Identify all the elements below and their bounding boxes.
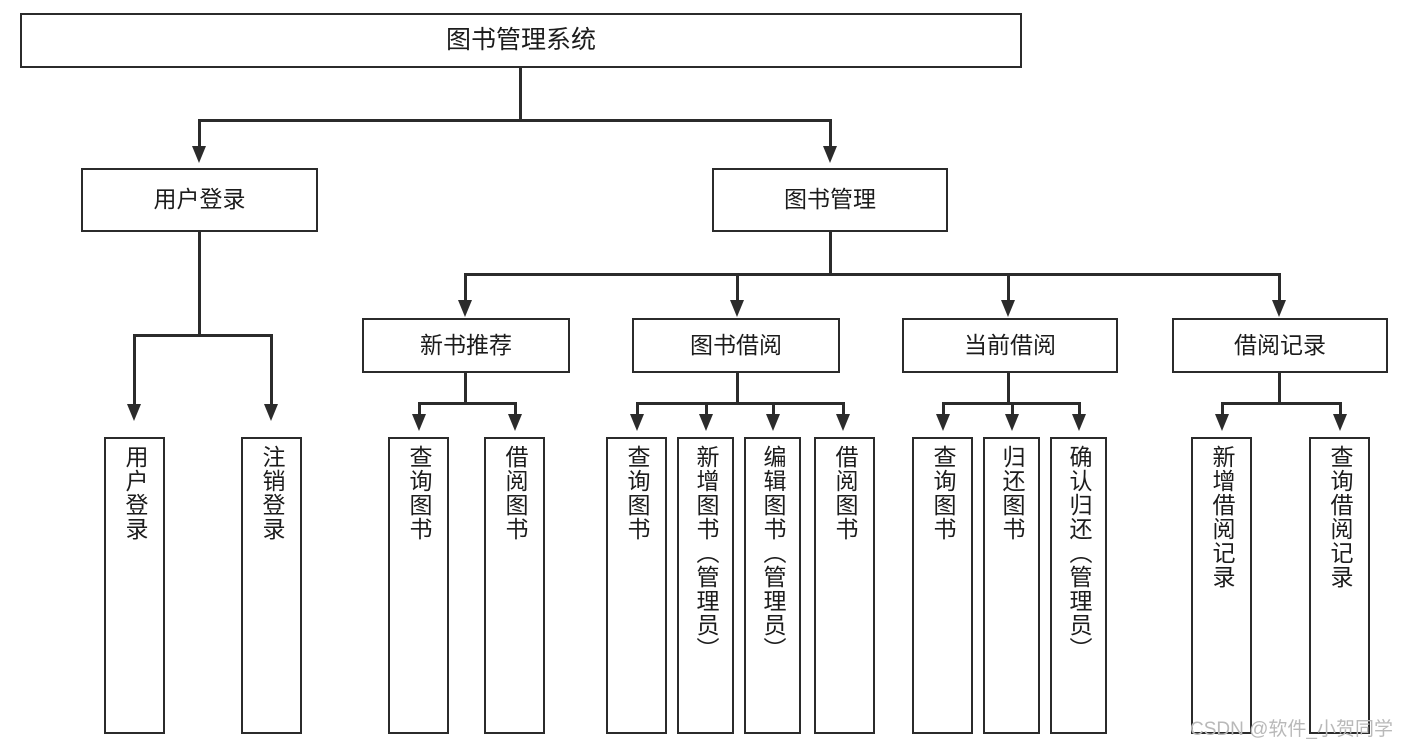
edge-cb-to-leaf-2: [1078, 402, 1081, 416]
node-book-borrow[interactable]: 图书借阅: [632, 318, 840, 373]
leaf-cb-query-book[interactable]: 查询图书: [912, 437, 973, 734]
arrow-nbr-to-leaf-1: [508, 414, 522, 431]
node-label: 注销登录: [259, 445, 285, 541]
node-label: 查询图书: [406, 445, 432, 541]
edge-bb-to-leaf-0: [636, 402, 639, 416]
leaf-logout[interactable]: 注销登录: [241, 437, 302, 734]
node-label: 归还图书: [999, 445, 1025, 541]
edge-book-mgmt-stem: [829, 232, 832, 275]
edge-to-borrow-record: [1278, 273, 1281, 303]
edge-root-bus: [198, 119, 832, 122]
arrow-bb-to-leaf-3: [836, 414, 850, 431]
edge-borrow-record-stem: [1278, 373, 1281, 404]
edge-br-to-leaf-1: [1339, 402, 1342, 416]
edge-to-leaf-user-login: [133, 334, 136, 406]
leaf-bb-borrow-book[interactable]: 借阅图书: [814, 437, 875, 734]
arrow-to-borrow-record: [1272, 300, 1286, 317]
node-user-login[interactable]: 用户登录: [81, 168, 318, 232]
arrow-bb-to-leaf-2: [766, 414, 780, 431]
node-label: 用户登录: [122, 445, 148, 541]
edge-to-leaf-logout: [270, 334, 273, 406]
edge-book-borrow-stem: [736, 373, 739, 404]
node-root-system[interactable]: 图书管理系统: [20, 13, 1022, 68]
node-label: 借阅图书: [832, 445, 858, 541]
node-label: 用户登录: [153, 186, 246, 213]
edge-cb-to-leaf-1: [1011, 402, 1014, 416]
node-borrow-record[interactable]: 借阅记录: [1172, 318, 1388, 373]
edge-user-login-stem: [198, 232, 201, 336]
node-new-book-recommend[interactable]: 新书推荐: [362, 318, 570, 373]
leaf-nbr-query-book[interactable]: 查询图书: [388, 437, 449, 734]
leaf-cb-return-book[interactable]: 归还图书: [983, 437, 1040, 734]
leaf-br-query-record[interactable]: 查询借阅记录: [1309, 437, 1370, 734]
arrow-bb-to-leaf-0: [630, 414, 644, 431]
edge-bb-to-leaf-1: [705, 402, 708, 416]
arrow-cb-to-leaf-2: [1072, 414, 1086, 431]
edge-br-to-leaf-0: [1221, 402, 1224, 416]
edge-root-to-book-mgmt: [829, 119, 832, 149]
node-label: 确认归还（管理员）: [1066, 445, 1092, 661]
edge-to-new-book-recommend: [464, 273, 467, 303]
arrow-to-leaf-user-login: [127, 404, 141, 421]
node-label: 当前借阅: [964, 331, 1056, 358]
edge-bb-to-leaf-2: [772, 402, 775, 416]
node-label: 新增借阅记录: [1209, 445, 1235, 589]
edge-user-login-bus: [133, 334, 270, 337]
edge-nbr-to-leaf-1: [514, 402, 517, 416]
edge-new-book-recommend-bus: [418, 402, 516, 405]
edge-current-borrow-stem: [1007, 373, 1010, 404]
edge-book-mgmt-bus: [464, 273, 1280, 276]
edge-root-stem: [519, 68, 522, 120]
node-label: 查询借阅记录: [1327, 445, 1353, 589]
edge-book-borrow-bus: [636, 402, 844, 405]
edge-bb-to-leaf-3: [842, 402, 845, 416]
node-label: 查询图书: [930, 445, 956, 541]
leaf-nbr-borrow-book[interactable]: 借阅图书: [484, 437, 545, 734]
edge-nbr-to-leaf-0: [418, 402, 421, 416]
node-current-borrow[interactable]: 当前借阅: [902, 318, 1118, 373]
node-label: 图书管理: [784, 186, 876, 213]
node-label: 查询图书: [624, 445, 650, 541]
arrow-cb-to-leaf-1: [1005, 414, 1019, 431]
leaf-user-login[interactable]: 用户登录: [104, 437, 165, 734]
leaf-cb-confirm-return[interactable]: 确认归还（管理员）: [1050, 437, 1107, 734]
node-label: 图书管理系统: [445, 25, 596, 54]
edge-to-current-borrow: [1007, 273, 1010, 303]
arrow-br-to-leaf-1: [1333, 414, 1347, 431]
arrow-to-current-borrow: [1001, 300, 1015, 317]
leaf-bb-query-book[interactable]: 查询图书: [606, 437, 667, 734]
edge-to-book-borrow: [736, 273, 739, 303]
node-label: 编辑图书（管理员）: [760, 445, 786, 661]
edge-borrow-record-bus: [1221, 402, 1341, 405]
edge-root-to-user-login: [198, 119, 201, 149]
arrow-nbr-to-leaf-0: [412, 414, 426, 431]
arrow-br-to-leaf-0: [1215, 414, 1229, 431]
arrow-cb-to-leaf-0: [936, 414, 950, 431]
arrow-bb-to-leaf-1: [699, 414, 713, 431]
leaf-br-add-record[interactable]: 新增借阅记录: [1191, 437, 1252, 734]
arrow-to-leaf-logout: [264, 404, 278, 421]
arrow-to-book-borrow: [730, 300, 744, 317]
edge-new-book-recommend-stem: [464, 373, 467, 404]
arrow-to-book-mgmt: [823, 146, 837, 163]
node-label: 借阅图书: [502, 445, 528, 541]
node-label: 图书借阅: [690, 331, 782, 358]
arrow-to-new-book-recommend: [458, 300, 472, 317]
node-book-management[interactable]: 图书管理: [712, 168, 948, 232]
node-label: 新书推荐: [420, 331, 512, 358]
node-label: 新增图书（管理员）: [693, 445, 719, 661]
edge-cb-to-leaf-0: [942, 402, 945, 416]
arrow-to-user-login: [192, 146, 206, 163]
node-label: 借阅记录: [1234, 331, 1326, 358]
leaf-bb-add-book[interactable]: 新增图书（管理员）: [677, 437, 734, 734]
leaf-bb-edit-book[interactable]: 编辑图书（管理员）: [744, 437, 801, 734]
